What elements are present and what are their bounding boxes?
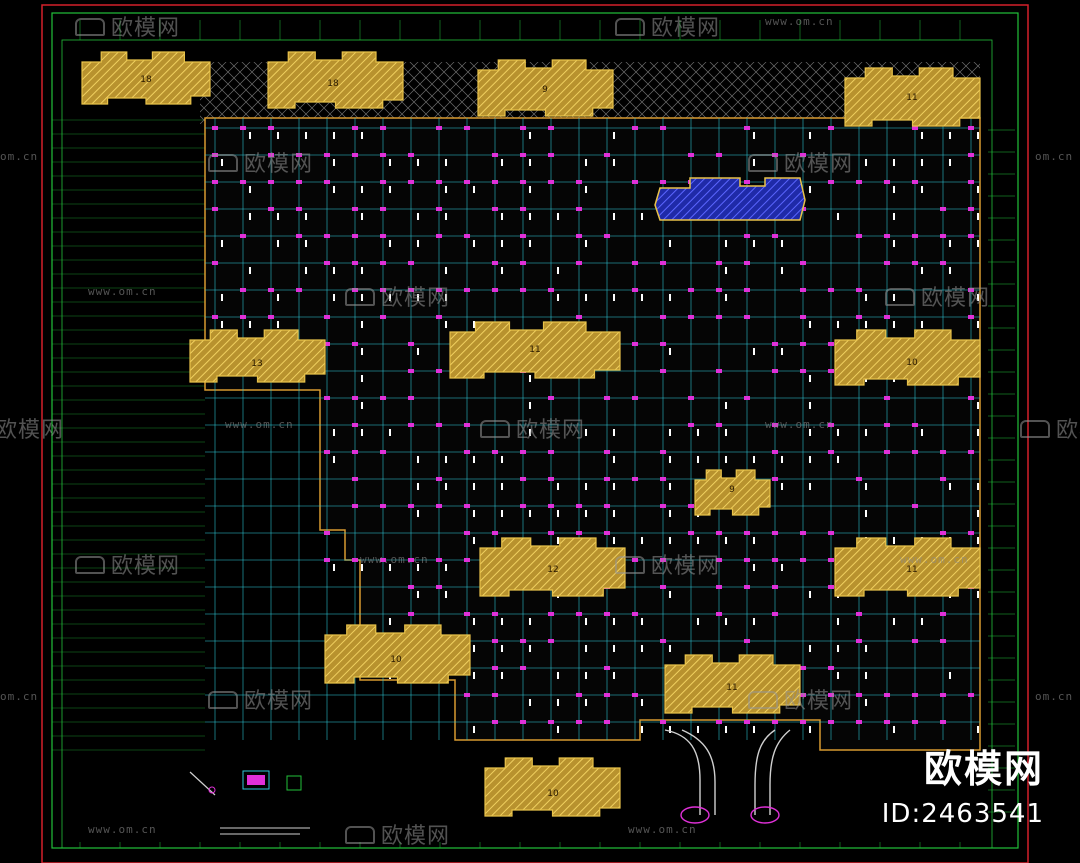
legend-symbols (189, 770, 310, 835)
outer-red-border (41, 4, 1029, 863)
site-outline (204, 117, 981, 751)
green-frame-lines (51, 12, 1019, 849)
building-label: 11 (906, 93, 917, 103)
building-label: 11 (726, 683, 737, 693)
building-footprints (81, 51, 981, 817)
building-label: 18 (140, 75, 152, 85)
building-label: 11 (529, 345, 540, 355)
structural-columns (212, 126, 979, 733)
building-label: 11 (906, 565, 917, 575)
building-labels: 18 18 9 11 13 11 10 9 12 11 10 11 10 (140, 75, 918, 799)
building-label: 10 (390, 655, 402, 665)
building-label: 13 (251, 359, 262, 369)
building-label: 10 (906, 358, 918, 368)
building-label: 10 (547, 789, 559, 799)
brand-name: 欧模网 (923, 747, 1044, 791)
building-label: 9 (542, 85, 548, 95)
asset-id: ID:2463541 (881, 799, 1044, 829)
building-label: 9 (729, 485, 735, 495)
building-label: 12 (547, 565, 558, 575)
vehicle-ramps (664, 729, 791, 824)
building-label: 18 (327, 79, 339, 89)
